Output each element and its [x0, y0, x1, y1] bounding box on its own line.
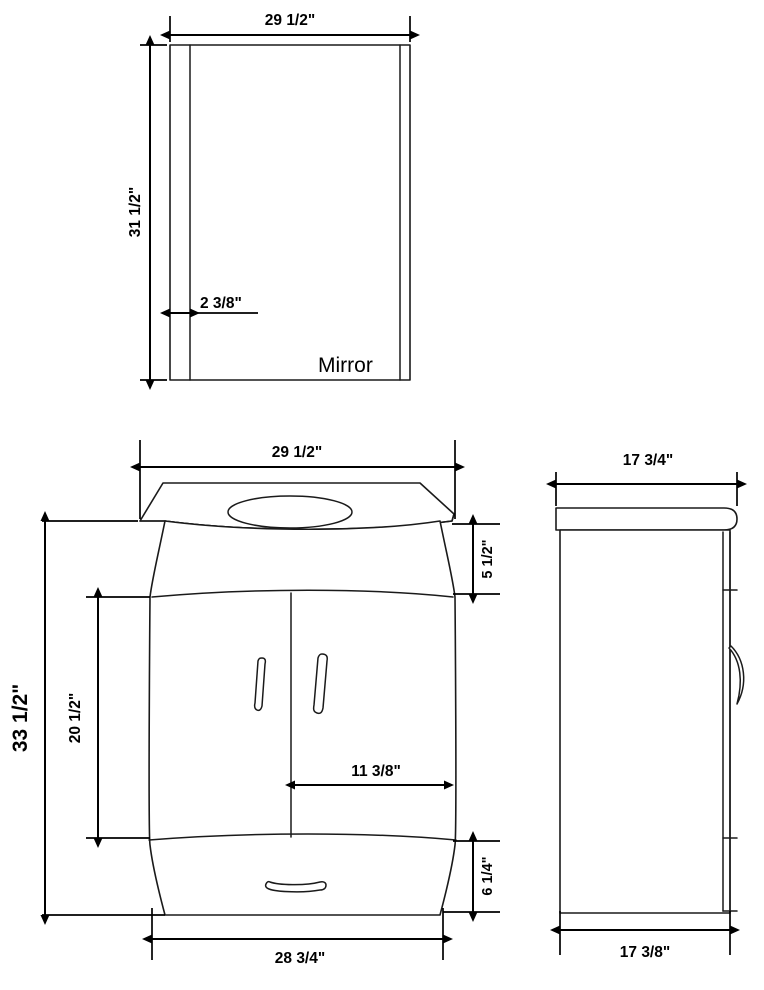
counter-height-label: 5 1/2"	[480, 539, 496, 578]
right-door-handle[interactable]	[312, 653, 328, 715]
sink-basin-oval	[227, 495, 353, 529]
countertop-slab	[139, 482, 455, 531]
vanity-front-view: 29 1/2" 5 1/2" 33 1/2" 20 1/2" 11 3/8"	[9, 440, 500, 967]
side-countertop	[555, 507, 738, 531]
side-top-depth-label: 17 3/4"	[623, 452, 673, 469]
door-width-label: 11 3/8"	[351, 763, 401, 780]
side-door-handle[interactable]	[728, 645, 745, 705]
vanity-top-width-label: 29 1/2"	[272, 444, 322, 461]
cabinet-apron-line	[151, 589, 454, 598]
mirror-rail-width-label: 2 3/8"	[200, 295, 242, 312]
cabinet-drawer-top-line	[148, 833, 457, 841]
side-base-depth-label: 17 3/8"	[620, 944, 670, 961]
vanity-side-view: 17 3/4" 17 3/8"	[546, 452, 747, 961]
left-door-handle[interactable]	[253, 657, 267, 712]
mirror-width-label: 29 1/2"	[265, 12, 315, 29]
drawer-height-label: 6 1/4"	[480, 856, 496, 895]
base-width-label: 28 3/4"	[275, 950, 325, 967]
mirror-body	[169, 44, 411, 381]
cabinet-body	[148, 520, 457, 916]
drawer-handle[interactable]	[264, 880, 327, 893]
mirror-label: Mirror	[318, 354, 373, 377]
side-cabinet-body	[559, 529, 731, 914]
mirror-height-label: 31 1/2"	[127, 187, 144, 237]
mirror-view: 29 1/2" 31 1/2" 2 3/8" Mirror	[127, 12, 420, 390]
door-height-label: 20 1/2"	[67, 693, 84, 743]
vanity-overall-height-label: 33 1/2"	[9, 684, 32, 752]
